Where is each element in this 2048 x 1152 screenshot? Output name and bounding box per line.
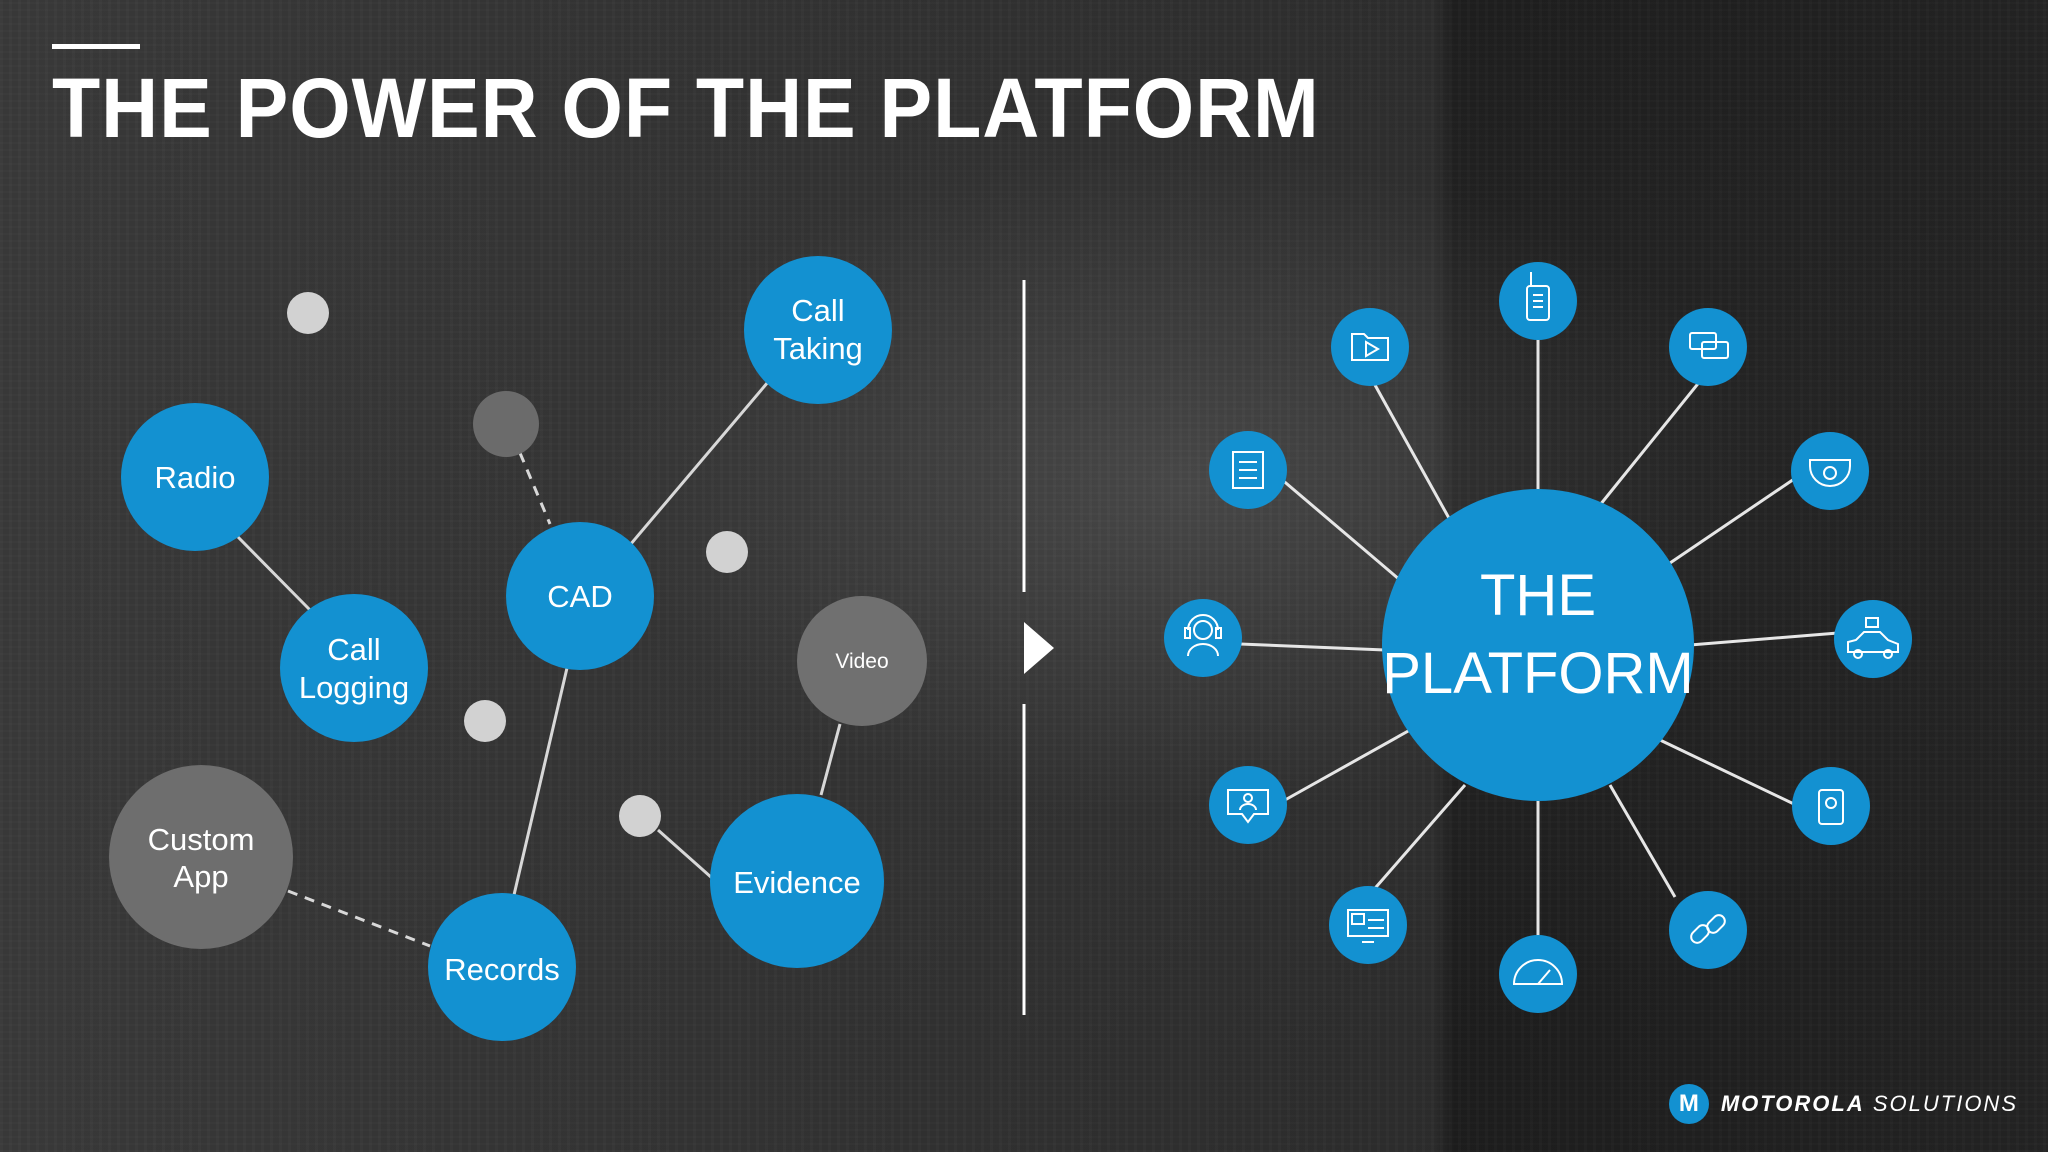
decorative-dot bbox=[706, 531, 748, 573]
node-cad[interactable]: CAD bbox=[506, 522, 654, 670]
link-dot-evidence bbox=[657, 828, 713, 880]
node-label: Evidence bbox=[733, 865, 861, 900]
node-label: Custom bbox=[148, 822, 255, 857]
node-label: Records bbox=[444, 952, 559, 987]
link-video-evidence bbox=[819, 723, 842, 796]
node-label: CAD bbox=[547, 579, 612, 614]
node-label: Radio bbox=[155, 460, 236, 495]
link-cad-call-taking bbox=[628, 381, 770, 546]
decorative-dot bbox=[619, 795, 661, 837]
left-nodes: Call Taking Radio CAD Call Logging Video bbox=[109, 256, 927, 1041]
headset-agent-icon[interactable] bbox=[1164, 599, 1242, 677]
decorative-dots bbox=[287, 292, 748, 837]
video-folder-icon[interactable] bbox=[1331, 308, 1409, 386]
platform-label: THE bbox=[1480, 563, 1596, 628]
node-label: Call bbox=[327, 632, 380, 667]
node-call-taking[interactable]: Call Taking bbox=[744, 256, 892, 404]
company-logo: M MOTOROLA SOLUTIONS bbox=[1668, 1084, 2018, 1124]
speedometer-icon[interactable] bbox=[1499, 935, 1577, 1013]
dome-camera-icon[interactable] bbox=[1791, 432, 1869, 510]
decorative-dot bbox=[287, 292, 329, 334]
document-icon[interactable] bbox=[1209, 431, 1287, 509]
link-icon[interactable] bbox=[1669, 891, 1747, 969]
decorative-dot bbox=[473, 391, 539, 457]
link-custom-app-records bbox=[287, 889, 431, 948]
node-label: Call bbox=[791, 293, 844, 328]
node-radio[interactable]: Radio bbox=[121, 403, 269, 551]
title-accent-bar bbox=[52, 44, 140, 49]
link-dot-cad bbox=[518, 452, 552, 525]
chat-bubbles-icon[interactable] bbox=[1669, 308, 1747, 386]
platform-label: PLATFORM bbox=[1382, 641, 1694, 706]
link-radio-call-logging bbox=[236, 535, 312, 612]
slide-title: THE POWER OF THE PLATFORM bbox=[52, 61, 1320, 155]
decorative-dot bbox=[464, 700, 506, 742]
company-name: MOTOROLA SOLUTIONS bbox=[1721, 1091, 2018, 1117]
node-video[interactable]: Video bbox=[797, 596, 927, 726]
platform-center[interactable]: THE PLATFORM bbox=[1382, 489, 1694, 801]
company-name-light: SOLUTIONS bbox=[1872, 1091, 2018, 1116]
monitor-dashboard-icon[interactable] bbox=[1329, 886, 1407, 964]
left-links bbox=[236, 381, 842, 948]
node-label: App bbox=[173, 859, 228, 894]
node-call-logging[interactable]: Call Logging bbox=[280, 594, 428, 742]
link-cad-records bbox=[512, 667, 569, 896]
platform-satellites bbox=[1164, 262, 1912, 1013]
node-label: Logging bbox=[299, 670, 409, 705]
user-message-icon[interactable] bbox=[1209, 766, 1287, 844]
node-evidence[interactable]: Evidence bbox=[710, 794, 884, 968]
node-records[interactable]: Records bbox=[428, 893, 576, 1041]
motorola-logo-icon: M bbox=[1668, 1084, 1709, 1124]
play-arrow-icon bbox=[1024, 622, 1054, 674]
platform-spokes bbox=[1239, 338, 1839, 937]
company-name-bold: MOTOROLA bbox=[1720, 1091, 1865, 1116]
body-camera-icon[interactable] bbox=[1792, 767, 1870, 845]
node-label: Taking bbox=[773, 331, 863, 366]
node-custom-app[interactable]: Custom App bbox=[109, 765, 293, 949]
radio-handset-icon[interactable] bbox=[1499, 262, 1577, 340]
node-label: Video bbox=[835, 650, 888, 673]
police-car-camera-icon[interactable] bbox=[1834, 600, 1912, 678]
